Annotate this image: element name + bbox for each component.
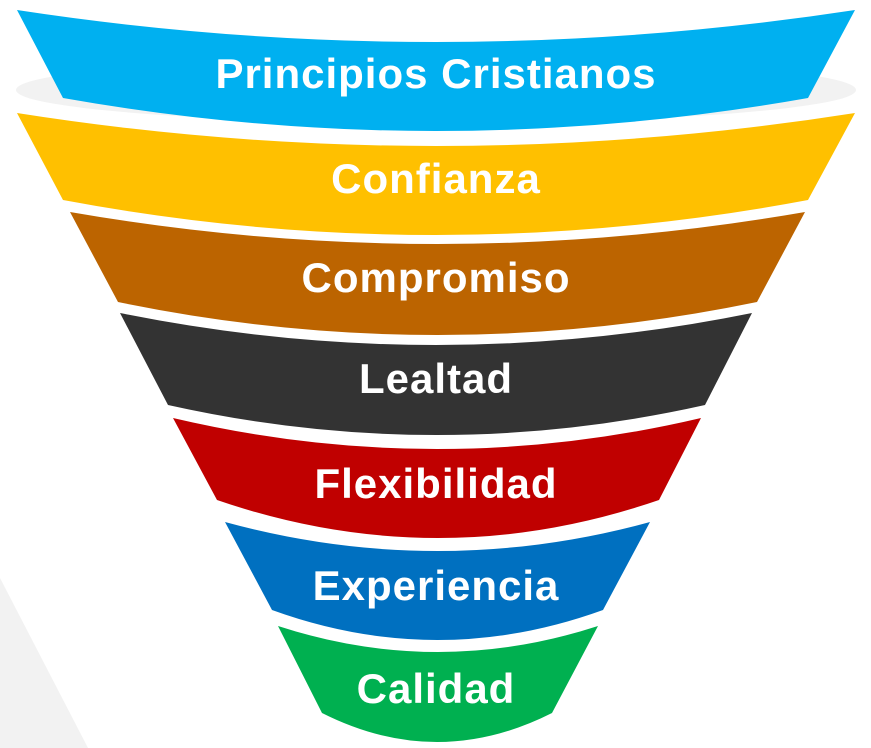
stage-label-calidad: Calidad [357,665,516,712]
funnel-stage-experiencia [225,522,650,640]
funnel-stage-compromiso [70,212,805,335]
stage-label-lealtad: Lealtad [359,355,513,402]
stage-label-experiencia: Experiencia [313,562,560,609]
funnel-stage-calidad [278,626,598,742]
stage-label-compromiso: Compromiso [301,254,570,301]
funnel-stage-flexibilidad [173,418,701,538]
stage-label-principios-cristianos: Principios Cristianos [215,50,656,97]
funnel-stage-lealtad [120,313,752,435]
stage-label-flexibilidad: Flexibilidad [314,460,557,507]
stage-label-confianza: Confianza [331,155,541,202]
background-shape [0,578,88,748]
funnel-stage-confianza [17,113,855,235]
funnel-stage-principios-cristianos [17,10,855,131]
